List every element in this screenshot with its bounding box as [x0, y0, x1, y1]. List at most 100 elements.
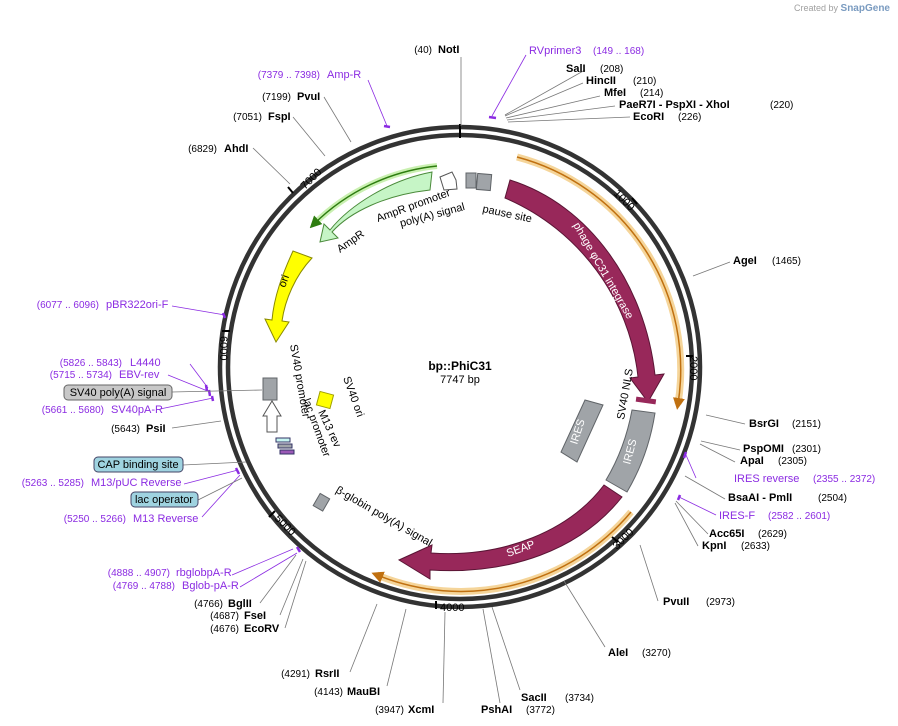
- primer-leader-lines: [159, 54, 717, 588]
- site-apai-pos: (2305): [778, 456, 807, 467]
- ires-feature-1: [605, 409, 656, 493]
- callout-cap-pill: [93, 456, 184, 473]
- site-psii-pos: (5643): [111, 424, 140, 435]
- callout-pills: SV40 poly(A) signal CAP binding site lac…: [63, 384, 263, 508]
- callout-lac-operator-line: [197, 477, 243, 501]
- primer-ebv-rev-range: (5715 .. 5734): [50, 370, 112, 381]
- primer-ires-reverse: IRES reverse: [734, 473, 799, 485]
- site-bsrgi: BsrGI: [749, 418, 779, 430]
- site-maubi: MauBI: [347, 686, 380, 698]
- primer-amp-r: Amp-R: [327, 69, 361, 81]
- site-fsei: FseI: [244, 610, 266, 622]
- plasmid-backbone: [217, 124, 703, 610]
- primer-bglob-pa-r: Bglob-pA-R: [182, 580, 239, 592]
- primer-pbr322ori-f: pBR322ori-F: [106, 299, 169, 311]
- sites-right: SalI (208) HincII (210) MfeI (214) PaeR7…: [481, 63, 847, 716]
- site-alei: AleI: [608, 647, 628, 659]
- site-ecorv: EcoRV: [244, 623, 280, 635]
- tick-7000: [287, 186, 294, 194]
- site-maubi-pos: (4143): [314, 687, 343, 698]
- feature-shapes: [262, 171, 665, 580]
- tick-label-5000: 5000: [272, 513, 298, 539]
- callout-sv40-polya-text: SV40 poly(A) signal: [70, 387, 167, 399]
- m13-rev-feature: [277, 443, 293, 449]
- callout-cap-line: [182, 461, 247, 466]
- site-sacii-pos: (3734): [565, 693, 594, 704]
- primer-pbr322ori-f-range: (6077 .. 6096): [37, 300, 99, 311]
- primer-labels: RVprimer3 (149 .. 168) (7379 .. 7398) Am…: [22, 45, 876, 592]
- site-leader-lines: [171, 57, 746, 704]
- lac-promoter-feature: [275, 437, 291, 443]
- beta-globin-polya-feature: [312, 492, 331, 512]
- site-psii: PsiI: [146, 423, 166, 435]
- site-sali-pos: (208): [600, 64, 623, 75]
- site-kpni-pos: (2633): [741, 541, 770, 552]
- ires-feature-2: [560, 399, 604, 463]
- site-acc65i: Acc65I: [709, 528, 744, 540]
- site-sali: SalI: [566, 63, 586, 75]
- site-fsei-pos: (4687): [210, 611, 239, 622]
- site-pshai: PshAI: [481, 704, 512, 716]
- site-hincii: HincII: [586, 75, 616, 87]
- primer-l4440-range: (5826 .. 5843): [60, 358, 122, 369]
- site-fspi-pos: (7051): [233, 112, 262, 123]
- site-mfei-pos: (214): [640, 88, 663, 99]
- callout-sv40-polya-pill: [63, 384, 173, 401]
- sv40-polya-feature: [262, 377, 278, 401]
- sv40-nls-feature: [635, 396, 657, 405]
- site-paer7i-pspxi-xhoi: PaeR7I - PspXI - XhoI: [619, 99, 730, 111]
- site-ecori: EcoRI: [633, 111, 664, 123]
- callout-cap-text: CAP binding site: [97, 459, 178, 471]
- plasmid-length: 7747 bp: [440, 374, 480, 386]
- site-bsaai-pmli: BsaAI - PmlI: [728, 492, 792, 504]
- primer-ires-reverse-range: (2355 .. 2372): [813, 474, 875, 485]
- tick-3000: [611, 536, 619, 543]
- site-bglii-pos: (4766): [194, 599, 223, 610]
- site-xcmi-pos: (3947): [375, 705, 404, 716]
- site-pvui-pos: (7199): [262, 92, 291, 103]
- primer-rvprimer3-range: (149 .. 168): [593, 46, 644, 57]
- primer-ires-f: IRES-F: [719, 510, 755, 522]
- site-pvui: PvuI: [297, 91, 320, 103]
- site-bglii: BglII: [228, 598, 252, 610]
- ampr-feature: [319, 171, 433, 243]
- feature-label-beta-globin: β-globin poly(A) signal: [334, 484, 434, 549]
- primer-rvprimer3: RVprimer3: [529, 45, 581, 57]
- snapgene-branding: Created by SnapGene: [794, 3, 890, 14]
- tick-label-4000: 4000: [440, 602, 464, 614]
- site-bsrgi-pos: (2151): [792, 419, 821, 430]
- site-noti: NotI: [438, 44, 459, 56]
- site-rsrii: RsrII: [315, 668, 339, 680]
- integrase-orf-arrow: [516, 156, 685, 410]
- tick-5000: [268, 510, 276, 518]
- sv40-promoter-feature: [262, 400, 282, 433]
- site-ecorv-pos: (4676): [210, 624, 239, 635]
- primer-ebv-rev: EBV-rev: [119, 369, 160, 381]
- site-ahdi: AhdI: [224, 143, 248, 155]
- site-pvuii: PvuII: [663, 596, 689, 608]
- site-rsrii-pos: (4291): [281, 669, 310, 680]
- site-xcmi: XcmI: [408, 704, 434, 716]
- primer-amp-r-range: (7379 .. 7398): [258, 70, 320, 81]
- site-pspomi-pos: (2301): [792, 444, 821, 455]
- primer-bglob-pa-r-range: (4769 .. 4788): [113, 581, 175, 592]
- site-agei: AgeI: [733, 255, 757, 267]
- seap-feature: [397, 484, 623, 580]
- site-paer7i-pos: (220): [770, 100, 793, 111]
- site-ahdi-pos: (6829): [188, 144, 217, 155]
- site-agei-pos: (1465): [772, 256, 801, 267]
- site-sacii: SacII: [521, 692, 547, 704]
- site-ecori-pos: (226): [678, 112, 701, 123]
- primer-ires-f-range: (2582 .. 2601): [768, 511, 830, 522]
- tick-1000: [631, 197, 638, 205]
- callout-lac-operator-text: lac operator: [135, 494, 193, 506]
- lac-operator-feature: [279, 449, 295, 455]
- site-mfei: MfeI: [604, 87, 626, 99]
- site-pvuii-pos: (2973): [706, 597, 735, 608]
- site-apai: ApaI: [740, 455, 764, 467]
- ori-feature: [264, 250, 313, 344]
- primer-l4440: L4440: [130, 357, 161, 369]
- site-noti-pos: (40): [414, 45, 432, 56]
- site-hincii-pos: (210): [633, 76, 656, 87]
